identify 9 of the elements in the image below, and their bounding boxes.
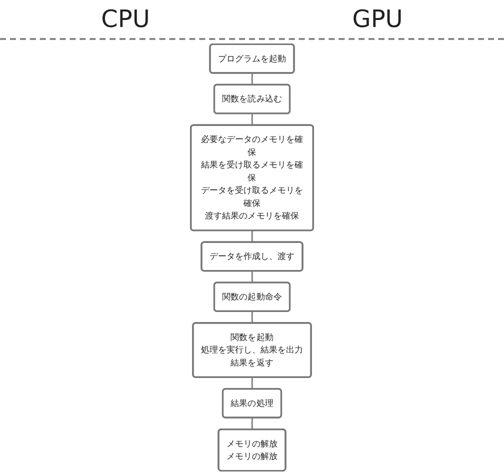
connector — [251, 377, 254, 390]
connector — [251, 114, 254, 126]
connector — [251, 73, 254, 85]
connector — [251, 311, 254, 324]
connector — [251, 230, 254, 242]
column-heading: GPU — [352, 5, 403, 33]
connector — [251, 418, 254, 430]
column-heading: CPU — [101, 5, 150, 33]
connector — [251, 271, 254, 283]
